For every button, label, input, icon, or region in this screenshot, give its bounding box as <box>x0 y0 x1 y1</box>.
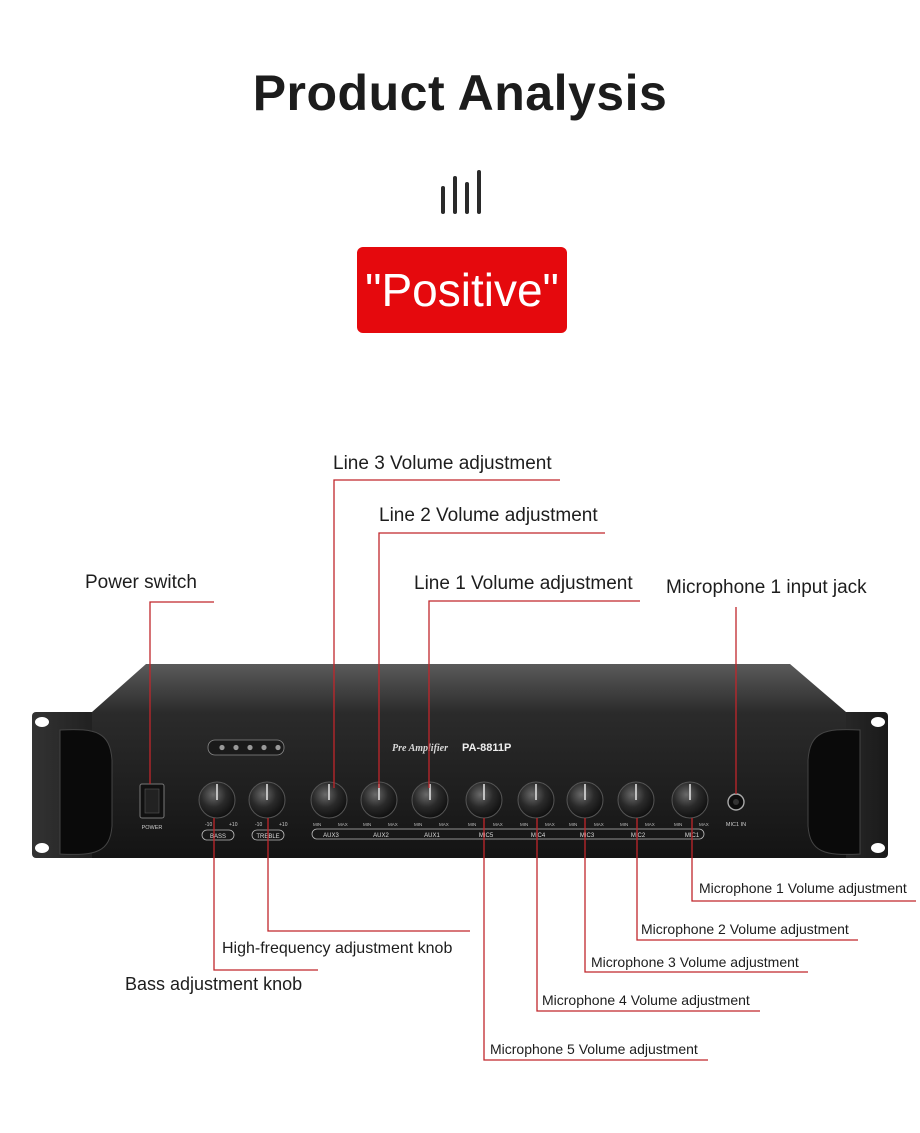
svg-text:MIN: MIN <box>620 822 628 827</box>
knob-mic5 <box>465 781 503 819</box>
svg-text:MIN: MIN <box>468 822 476 827</box>
callout-power-switch: Power switch <box>85 572 197 593</box>
callout-line1: Line 1 Volume adjustment <box>414 573 633 594</box>
svg-text:-10: -10 <box>255 822 262 828</box>
channel-label: AUX1 <box>424 833 440 839</box>
svg-text:MAX: MAX <box>594 822 604 827</box>
svg-text:MAX: MAX <box>699 822 709 827</box>
handle-left <box>59 729 113 855</box>
callout-bass: Bass adjustment knob <box>125 974 303 994</box>
svg-text:-10: -10 <box>205 822 212 828</box>
svg-text:MIN: MIN <box>674 822 682 827</box>
svg-text:+10: +10 <box>279 822 288 828</box>
knob-aux3 <box>310 781 348 819</box>
svg-text:MAX: MAX <box>645 822 655 827</box>
channel-label: MIC3 <box>580 833 595 839</box>
channel-label: AUX2 <box>373 833 389 839</box>
model-text: PA-8811P <box>462 742 511 754</box>
knob-aux1 <box>411 781 449 819</box>
channel-label: MIC4 <box>531 833 546 839</box>
svg-text:+10: +10 <box>229 822 238 828</box>
page-title: Product Analysis <box>252 65 668 121</box>
led-meter <box>207 739 285 756</box>
bass-label: BASS <box>210 834 226 840</box>
treble-knob <box>248 781 286 819</box>
svg-text:MAX: MAX <box>545 822 555 827</box>
svg-text:MAX: MAX <box>338 822 348 827</box>
callout-mic4-volume: Microphone 4 Volume adjustment <box>542 992 750 1008</box>
channel-label: AUX3 <box>323 833 339 839</box>
svg-text:MIN: MIN <box>313 822 321 827</box>
svg-text:MIN: MIN <box>414 822 422 827</box>
callout-mic5-volume: Microphone 5 Volume adjustment <box>490 1041 698 1057</box>
callout-line3: Line 3 Volume adjustment <box>333 453 552 474</box>
svg-text:MIN: MIN <box>569 822 577 827</box>
channel-label: MIC5 <box>479 833 494 839</box>
callout-treble: High-frequency adjustment knob <box>222 940 453 957</box>
power-label: POWER <box>142 825 163 831</box>
knob-mic3 <box>566 781 604 819</box>
front-panel <box>92 712 846 858</box>
channel-label-strip <box>311 828 705 840</box>
svg-text:MAX: MAX <box>439 822 449 827</box>
brand-text: Pre Amplifier <box>392 743 448 754</box>
bass-knob <box>198 781 236 819</box>
svg-text:MAX: MAX <box>388 822 398 827</box>
callout-mic1-jack: Microphone 1 input jack <box>666 577 867 598</box>
knob-mic4 <box>517 781 555 819</box>
mic-jack-label: MIC1 IN <box>726 822 746 828</box>
handle-right <box>807 729 861 855</box>
svg-text:MAX: MAX <box>493 822 503 827</box>
callout-mic3-volume: Microphone 3 Volume adjustment <box>591 954 799 970</box>
knob-mic2 <box>617 781 655 819</box>
knob-mic1 <box>671 781 709 819</box>
chassis-top <box>92 664 846 712</box>
channel-label: MIC2 <box>631 833 646 839</box>
svg-text:MIN: MIN <box>363 822 371 827</box>
callout-mic1-volume: Microphone 1 Volume adjustment <box>699 880 907 896</box>
callout-mic2-volume: Microphone 2 Volume adjustment <box>641 921 849 937</box>
positive-badge: "Positive" <box>357 247 567 333</box>
signal-bars-icon <box>441 170 481 214</box>
callout-line2: Line 2 Volume adjustment <box>379 505 598 526</box>
svg-text:MIN: MIN <box>520 822 528 827</box>
callout-lines <box>149 479 916 1061</box>
